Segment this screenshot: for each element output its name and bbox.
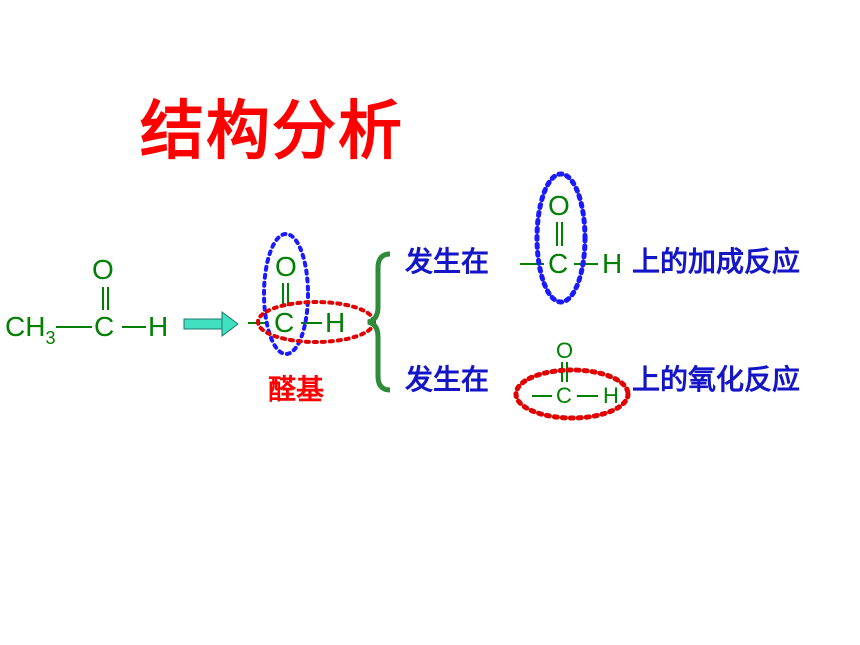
reaction-arrow-icon <box>183 311 239 337</box>
page-title: 结构分析 <box>140 95 404 169</box>
r1-blue-dotted-ellipse <box>534 171 588 305</box>
r2-red-dotted-ellipse <box>513 367 631 421</box>
aldehyde-o: O <box>275 251 297 282</box>
acetaldehyde-o: O <box>92 254 114 285</box>
brace-icon <box>367 251 391 393</box>
acetaldehyde-h: H <box>148 311 169 342</box>
reaction-1-c: C <box>548 248 569 279</box>
aldehyde-group-label: 醛基 <box>268 373 325 406</box>
subscript-3: 3 <box>45 328 56 348</box>
reaction-2-o: O <box>556 338 574 363</box>
reaction-2-prefix: 发生在 <box>405 363 490 396</box>
reaction-2-c: C <box>556 383 572 408</box>
reaction-2-suffix: 上的氧化反应 <box>632 363 801 396</box>
reaction-1-h: H <box>602 248 623 279</box>
reaction-1-o: O <box>548 190 570 221</box>
aldehyde-c: C <box>274 307 295 338</box>
aldehyde-h: H <box>325 307 346 338</box>
acetaldehyde-c: C <box>94 311 115 342</box>
reaction-1-suffix: 上的加成反应 <box>632 245 801 278</box>
reaction-1-prefix: 发生在 <box>405 245 490 278</box>
ch-text: CH <box>5 311 46 342</box>
blue-dotted-ellipse-co <box>262 232 310 356</box>
reaction-2-h: H <box>603 383 619 408</box>
acetaldehyde-ch3: CH3 <box>5 311 55 348</box>
